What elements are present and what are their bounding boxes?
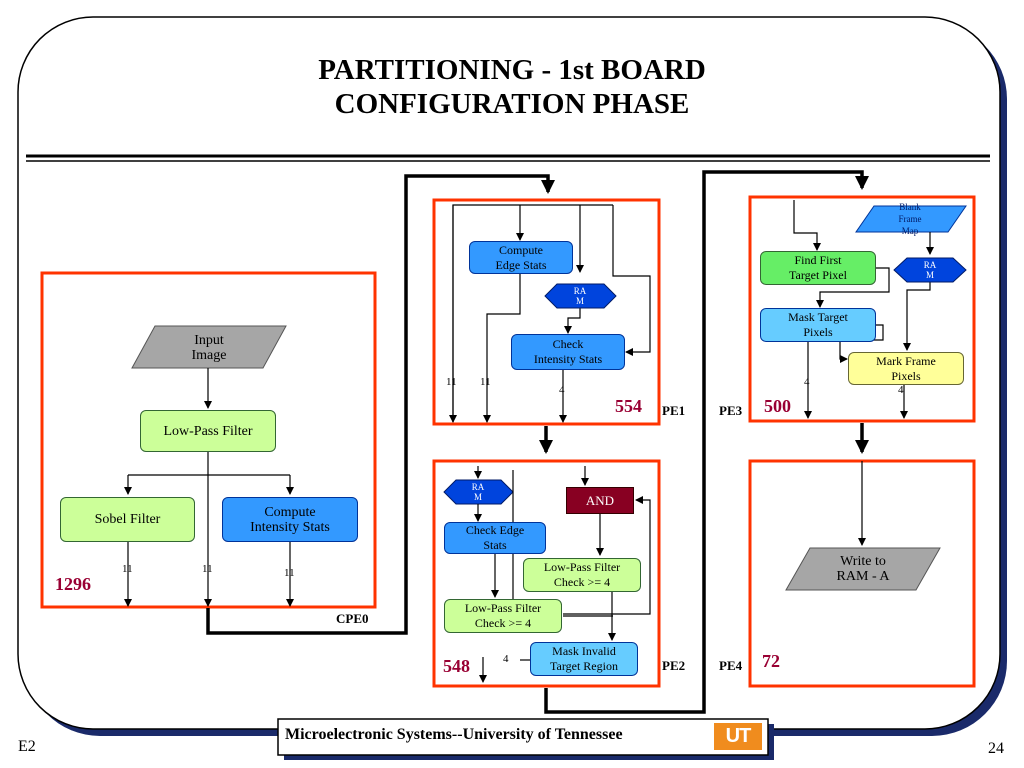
footer-text: Microelectronic Systems--University of T…	[285, 726, 623, 743]
pe3-partition-frame	[748, 195, 976, 423]
pe1-count: 554	[615, 396, 642, 416]
pe4-label: PE4	[719, 658, 743, 673]
pe3-ram-hexagon	[893, 257, 967, 283]
slide-id: E2	[18, 738, 36, 755]
pe3-width-1: 4	[804, 376, 810, 388]
pe2-label: PE2	[662, 658, 686, 673]
pe1-width-1: 11	[446, 376, 457, 388]
pe3-count: 500	[764, 396, 791, 416]
pe4-count: 72	[762, 651, 780, 671]
input-image-shape	[131, 325, 287, 369]
pe3-width-2: 4	[898, 384, 904, 396]
page-number: 24	[988, 740, 1004, 757]
slide-title-line-1: PARTITIONING - 1st BOARD	[318, 54, 706, 86]
sobel-filter-box: Sobel Filter	[60, 497, 195, 542]
pe1-partition-frame	[432, 198, 661, 426]
pe1-ram-hexagon	[544, 283, 617, 309]
cpe0-count: 1296	[55, 574, 91, 594]
pe1-width-2: 11	[480, 376, 491, 388]
pe1-label: PE1	[662, 403, 686, 418]
ut-logo: UT	[714, 723, 762, 750]
cpe0-width-2: 11	[202, 563, 213, 575]
pe2-count: 548	[443, 656, 470, 676]
write-to-ram-shape	[785, 547, 941, 591]
pe1-width-3: 4	[559, 384, 565, 396]
blank-frame-map-shape	[855, 205, 967, 233]
pe2-ram-hexagon	[443, 479, 514, 505]
pe3-label: PE3	[719, 403, 743, 418]
and-gate-box: AND	[566, 487, 634, 514]
footer-box	[277, 718, 769, 756]
cpe0-label: CPE0	[336, 611, 369, 626]
cpe0-width-3: 11	[284, 567, 295, 579]
pe2-width: 4	[503, 653, 509, 665]
cpe0-partition-frame	[40, 271, 377, 609]
slide-title-line-2: CONFIGURATION PHASE	[334, 88, 690, 120]
cpe0-width-1: 11	[122, 563, 133, 575]
pe2-partition-frame	[432, 459, 661, 688]
low-pass-filter-box: Low-Pass Filter	[140, 410, 276, 452]
